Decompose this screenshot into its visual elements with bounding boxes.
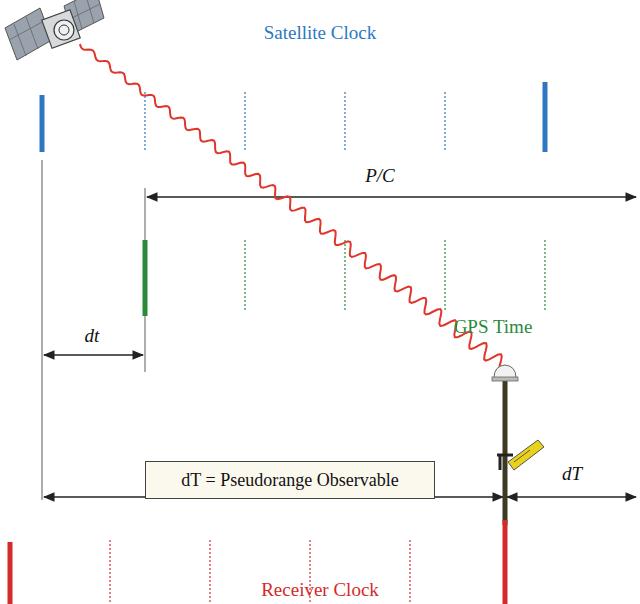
reference-lines	[42, 160, 145, 500]
gps-satellite	[5, 0, 104, 60]
range-label: P/C	[365, 166, 395, 187]
satellite-clock-ticks	[42, 82, 545, 152]
dimension-arrows	[44, 197, 636, 497]
clock-title: Receiver Clock	[261, 580, 379, 601]
signal-wave	[80, 44, 502, 370]
clock-title: GPS Time	[454, 317, 533, 338]
receiver-clock-ticks	[10, 540, 410, 604]
offset-label: dT	[562, 464, 582, 485]
observable-box: dT = Pseudorange Observable	[145, 461, 435, 499]
gps-receiver	[492, 365, 544, 604]
gps-time-ticks	[145, 240, 545, 316]
box-text: dT = Pseudorange Observable	[181, 470, 398, 491]
offset-label: dt	[85, 326, 100, 347]
clock-title: Satellite Clock	[264, 23, 376, 44]
